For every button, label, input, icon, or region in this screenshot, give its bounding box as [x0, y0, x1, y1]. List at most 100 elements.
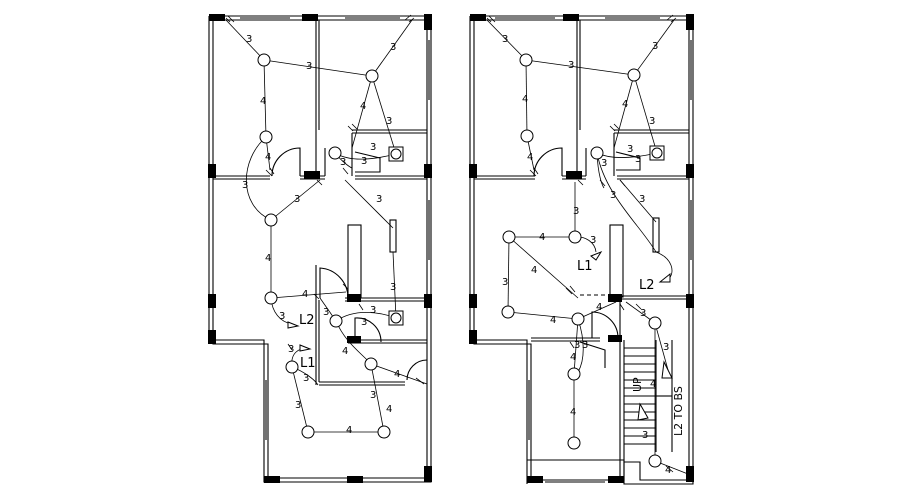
wire-count: 3 [574, 340, 580, 351]
circuit-label-l2: L2 [299, 313, 315, 328]
ceiling-light-fixture [257, 53, 271, 67]
wire-count: 4 [622, 99, 628, 110]
wire-count: 3 [323, 307, 329, 318]
ceiling-light-fixture [519, 53, 533, 67]
right-wiring [486, 19, 689, 475]
wire-count: 3 [386, 116, 392, 127]
wire-count: 3 [303, 373, 309, 384]
ceiling-light-fixture [259, 130, 273, 144]
wire-count: 3 [502, 34, 508, 45]
wire-count: 3 [361, 156, 367, 167]
wire-count: 3 [294, 194, 300, 205]
ceiling-light-fixture [648, 454, 662, 468]
l2-to-bs-label: L2 TO BS [672, 386, 685, 436]
ceiling-light-fixture [571, 312, 585, 326]
wire-count: 3 [642, 430, 648, 441]
wire-count: 4 [342, 346, 348, 357]
ceiling-light-fixture [590, 146, 604, 160]
wire-count: 3 [639, 194, 645, 205]
wire-count: 4 [570, 352, 576, 363]
ceiling-light-fixture [627, 68, 641, 82]
wire-count: 3 [390, 42, 396, 53]
left-wiring [225, 19, 428, 433]
wire-count: 3 [627, 144, 633, 155]
left-wire-counts: 3 3 3 4 4 4 3 3 3 3 3 4 3 3 4 3 3 4 3 3 … [242, 34, 400, 436]
ceiling-light-fixture [567, 436, 581, 450]
wire-count: 3 [652, 41, 658, 52]
wire-count: 4 [527, 152, 533, 163]
wire-count: 4 [570, 407, 576, 418]
wire-count: 3 [663, 342, 669, 353]
wire-count: 4 [531, 265, 537, 276]
wire-count: 3 [246, 34, 252, 45]
wire-count: 4 [386, 404, 392, 415]
circuit-label-l2: L2 [639, 278, 655, 293]
wire-count: 3 [370, 390, 376, 401]
wire-count: 3 [601, 158, 607, 169]
ceiling-light-fixture [568, 230, 582, 244]
right-doors [533, 147, 641, 368]
circuit-label-l1: L1 [300, 356, 316, 371]
ceiling-light-fixture [301, 425, 315, 439]
fan-fixture [651, 147, 663, 159]
wire-count: 3 [502, 277, 508, 288]
wire-count: 3 [279, 311, 285, 322]
ceiling-light-fixture [567, 367, 581, 381]
wire-count: 4 [550, 315, 556, 326]
left-doors [271, 147, 428, 381]
ceiling-light-fixture [285, 360, 299, 374]
left-light-fixtures [257, 53, 404, 439]
ceiling-light-fixture [264, 291, 278, 305]
wire-count: 4 [260, 96, 266, 107]
wire-count: 3 [370, 142, 376, 153]
wire-count: 3 [590, 235, 596, 246]
wire-count: 4 [665, 465, 671, 476]
wire-count: 3 [610, 190, 616, 201]
right-floor-plan: 3 3 3 4 4 4 3 3 3 3 3 3 4 4 3 3 4 3 3 4 … [469, 14, 694, 485]
wire-count: 3 [370, 305, 376, 316]
right-columns [469, 14, 694, 483]
right-light-fixtures [501, 53, 665, 468]
ceiling-light-fixture [502, 230, 516, 244]
ceiling-light-fixture [648, 316, 662, 330]
ceiling-light-fixture [365, 69, 379, 83]
wire-count: 4 [265, 253, 271, 264]
wire-count: 3 [640, 308, 646, 319]
wire-count: 4 [346, 425, 352, 436]
staircase [624, 340, 673, 452]
fan-fixture [390, 148, 402, 160]
wire-count: 4 [539, 232, 545, 243]
left-columns [208, 14, 432, 483]
wire-count: 4 [650, 379, 656, 390]
wire-count: 4 [360, 101, 366, 112]
wire-count: 3 [306, 61, 312, 72]
wire-count: 3 [361, 317, 367, 328]
wire-count: 4 [596, 302, 602, 313]
ceiling-light-fixture [328, 146, 342, 160]
left-switch-marks [225, 14, 425, 385]
ceiling-light-fixture [329, 314, 343, 328]
wire-count: 3 [288, 344, 294, 355]
ceiling-light-fixture [264, 213, 278, 227]
right-wire-counts: 3 3 3 4 4 4 3 3 3 3 3 3 4 4 3 3 4 3 3 4 … [502, 34, 671, 476]
ceiling-light-fixture [364, 357, 378, 371]
wire-count: 3 [376, 194, 382, 205]
left-floor-plan: 3 3 3 4 4 4 3 3 3 3 3 4 3 3 4 3 3 4 3 3 … [208, 14, 432, 483]
fan-fixture [390, 312, 402, 324]
wire-count: 4 [522, 94, 528, 105]
wire-count: 3 [573, 206, 579, 217]
wire-count: 4 [394, 369, 400, 380]
wire-count: 3 [582, 340, 588, 351]
stair-up-label: UP [631, 377, 644, 392]
ceiling-light-fixture [520, 129, 534, 143]
wire-count: 3 [649, 116, 655, 127]
wire-count: 3 [242, 180, 248, 191]
right-switch-marks [486, 14, 677, 473]
left-walls [208, 15, 432, 483]
wire-count: 3 [340, 157, 346, 168]
ceiling-light-fixture [377, 425, 391, 439]
wire-count: 4 [265, 152, 271, 163]
wire-count: 4 [302, 289, 308, 300]
wire-count: 3 [568, 60, 574, 71]
